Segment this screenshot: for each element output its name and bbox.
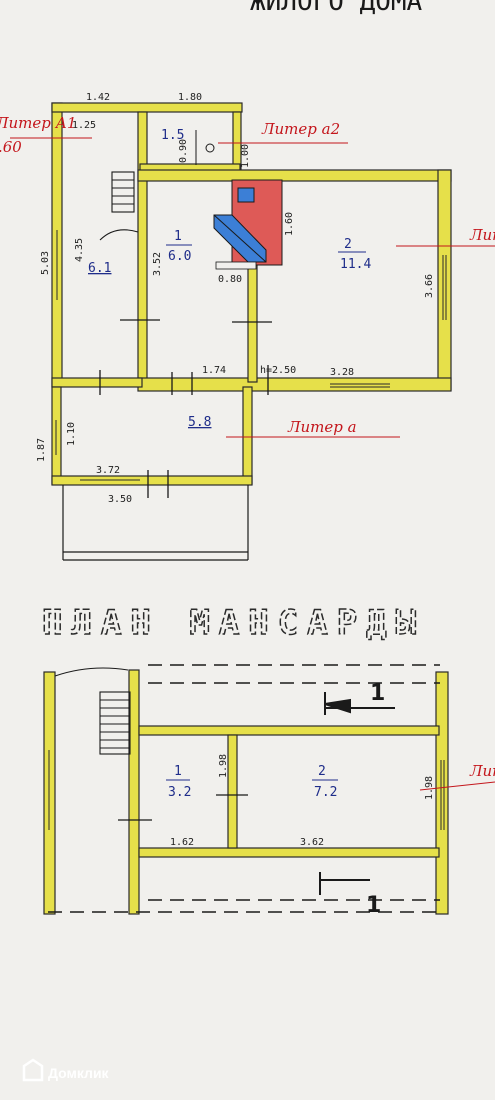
attic-dim-1: 1.98 [218, 754, 229, 778]
dim-left-1: 5.03 [40, 251, 51, 275]
room-area-vestibule: 1.5 [161, 128, 184, 143]
dim-top-2: 1.80 [178, 92, 202, 103]
dim-left-2: 4.35 [74, 238, 85, 262]
room-area-2: 11.4 [340, 257, 371, 272]
room-area-1: 6.0 [168, 249, 191, 264]
wall-veranda-right [242, 386, 253, 485]
wall-veranda-bottom [51, 475, 253, 486]
dim-inner-2: 0.90 [178, 139, 189, 163]
dim-inner-3: 1.00 [240, 144, 251, 168]
attic-dim-4: 1.98 [424, 776, 435, 800]
label-liter-a: Литер а [287, 418, 357, 436]
wall-annex-right [137, 111, 148, 387]
dim-inner-11: 3.72 [96, 465, 120, 476]
main-plan-stairs [99, 171, 139, 241]
label-liter-A: Литер А [469, 226, 495, 244]
wall-attic-bottom-room [138, 847, 440, 858]
attic-plan-walls [43, 669, 449, 915]
room-area-annex: 6.1 [88, 261, 111, 276]
label-liter-a1: Литер А1 [0, 114, 77, 132]
wall-attic-right [435, 671, 449, 915]
attic-room-number-2: 2 [318, 764, 326, 779]
room-number-2: 2 [344, 237, 352, 252]
attic-roof-curve [54, 667, 129, 677]
dim-inner-10: 1.10 [66, 422, 77, 446]
dim-height: h=2.50 [260, 365, 296, 376]
stove-icon [213, 179, 283, 270]
attic-plan-title: ПЛАН МАНСАРДЫ [42, 603, 425, 643]
attic-doors [118, 794, 248, 821]
dim-top-1: 1.42 [86, 92, 110, 103]
room-area-veranda: 5.8 [188, 415, 211, 430]
dim-inner-7: 3.66 [424, 274, 435, 298]
main-plan-doors [99, 319, 272, 498]
fixture-icon [205, 143, 215, 153]
dim-left-3: 1.87 [36, 438, 47, 462]
attic-dim-3: 3.62 [300, 837, 324, 848]
attic-label-liter: Литер [469, 762, 495, 780]
house-icon [22, 1058, 44, 1082]
wall-main-right [437, 169, 452, 391]
wall-annex-bottom [51, 377, 143, 388]
wall-attic-divider [227, 734, 238, 849]
dim-inner-6: 0.80 [218, 274, 242, 285]
dim-inner-4: 3.52 [152, 252, 163, 276]
watermark-text: Домклик [48, 1065, 110, 1081]
main-plan-windows [55, 230, 447, 481]
attic-room-number-1: 1 [174, 764, 182, 779]
section-mark-icon [319, 692, 395, 895]
attic-stairs [99, 691, 131, 755]
dim-inner-9: 3.28 [330, 367, 354, 378]
main-plan-leaders [10, 137, 495, 438]
attic-room-area-1: 3.2 [168, 785, 191, 800]
dim-inner-5: 1.60 [284, 212, 295, 236]
section-mark-top-number: 1 [370, 681, 385, 706]
attic-dim-2: 1.62 [170, 837, 194, 848]
label-liter-a2: Литер а2 [261, 120, 340, 138]
dim-inner-1: 1.25 [72, 120, 96, 131]
dim-inner-8: 1.74 [202, 365, 226, 376]
room-number-1: 1 [174, 229, 182, 244]
main-plan-walls [51, 102, 452, 486]
attic-leader [419, 781, 495, 791]
label-liter-a1-area: .60 [0, 138, 22, 156]
section-mark-bottom-number: 1 [366, 893, 381, 918]
wall-main-top [137, 169, 452, 182]
domclick-watermark: Домклик [22, 1058, 110, 1082]
attic-room-area-2: 7.2 [314, 785, 337, 800]
wall-top-annex [51, 102, 243, 113]
wall-attic-top-room [138, 725, 440, 736]
attic-windows [48, 750, 445, 830]
attic-dashed-outline [48, 664, 440, 913]
wall-attic-inner-left [128, 669, 140, 915]
wall-main-bottom [137, 377, 452, 392]
header-title-fragment: ЖИЛОГО ДОМА [250, 0, 423, 17]
porch-outline [62, 485, 249, 561]
dim-inner-12: 3.50 [108, 494, 132, 505]
